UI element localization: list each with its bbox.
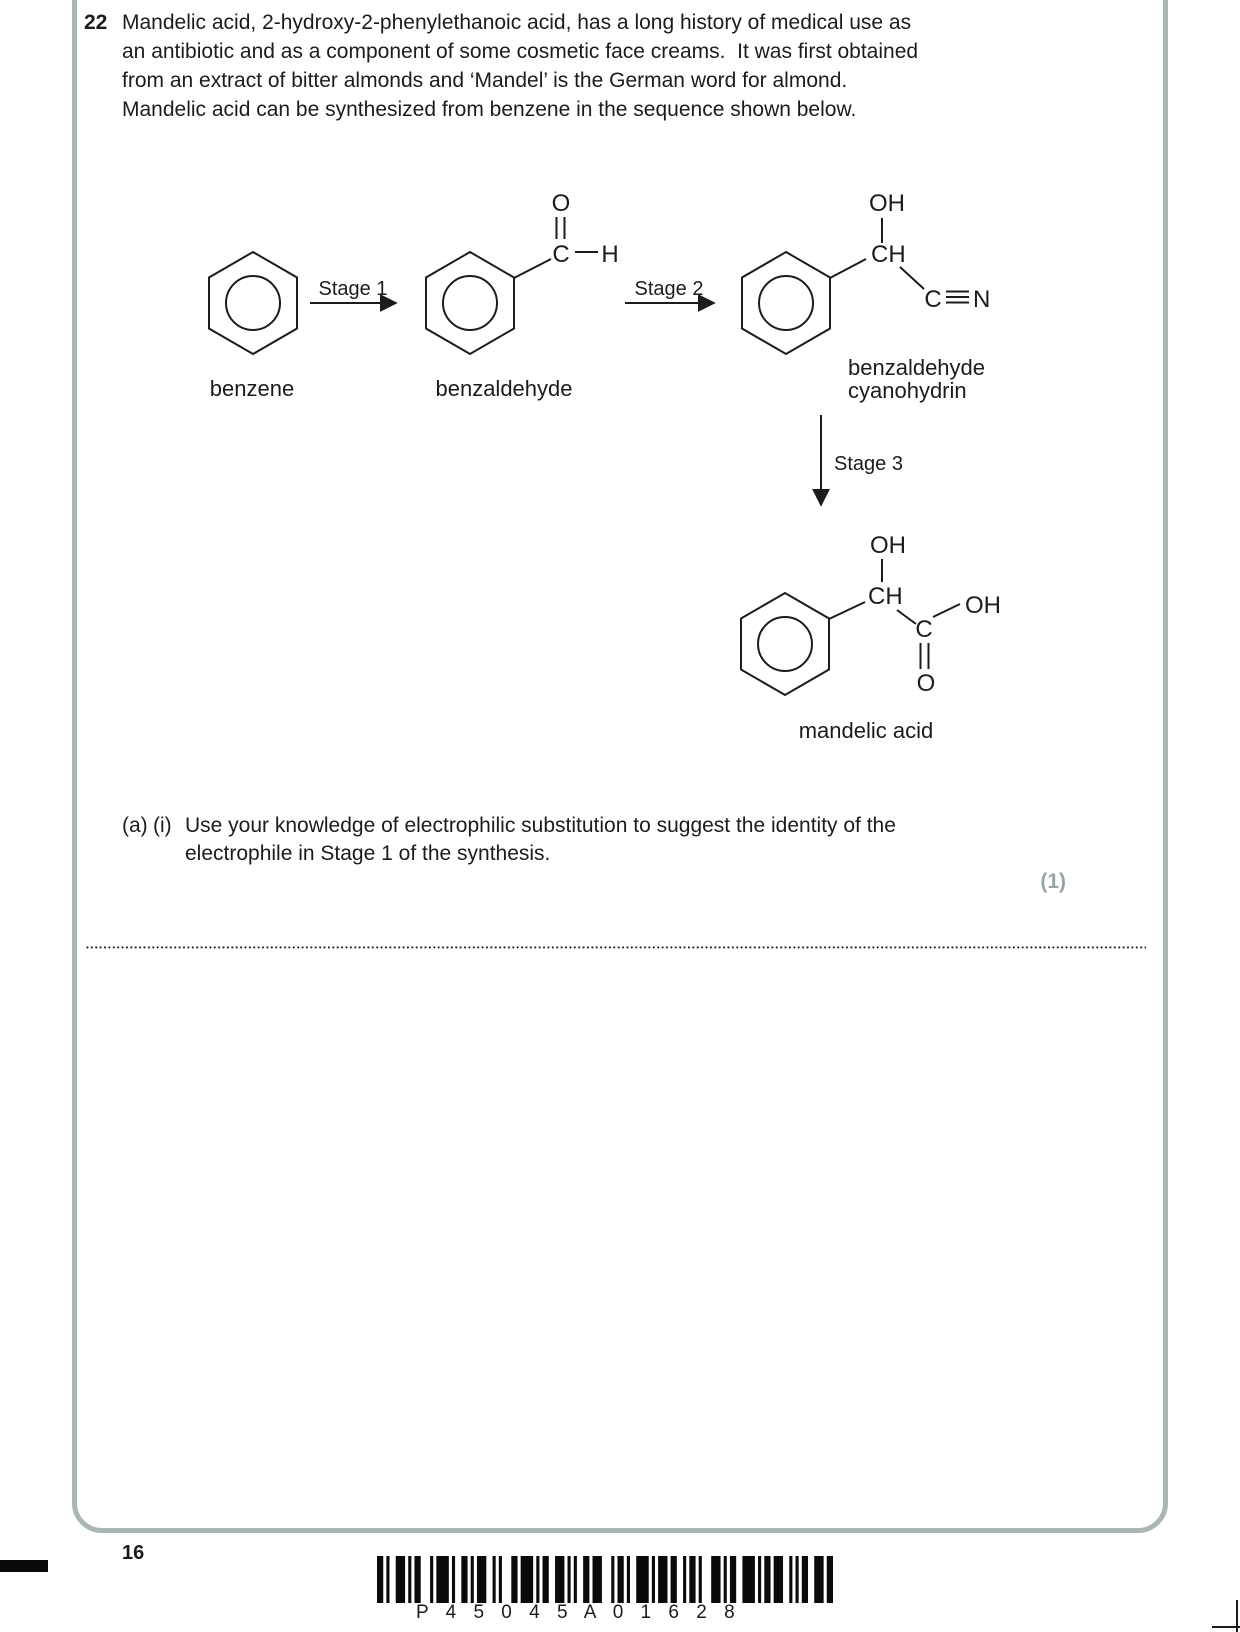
part-question-line: Use your knowledge of electrophilic subs… — [185, 814, 896, 837]
page-edge-tab — [0, 1560, 48, 1572]
benzene-ring — [425, 250, 515, 356]
atom-label-CH: CH — [871, 241, 906, 268]
barcode — [377, 1556, 833, 1603]
atom-label-OH: OH — [870, 532, 906, 559]
intro-line: Mandelic acid can be synthesized from be… — [122, 98, 857, 121]
intro-line: Mandelic acid, 2-hydroxy-2-phenylethanoi… — [122, 11, 912, 34]
cyanohydrin-label-line2: cyanohydrin — [848, 378, 967, 403]
question-number: 22 — [84, 11, 108, 34]
aldehyde-group-bonds — [513, 217, 598, 279]
barcode-bars — [377, 1556, 833, 1603]
benzene-label: benzene — [210, 376, 294, 401]
barcode-text: P 4 5 0 4 5 A 0 1 6 2 8 — [416, 1602, 735, 1623]
stage3-label: Stage 3 — [834, 453, 903, 475]
benzene-ring — [740, 591, 830, 697]
benzene-ring — [208, 250, 298, 356]
mandelic-group-bonds — [828, 559, 961, 669]
question-intro: Mandelic acid, 2-hydroxy-2-phenylethanoi… — [122, 8, 918, 124]
atom-label-H: H — [601, 241, 618, 268]
atom-label-C: C — [915, 616, 932, 643]
benzene-ring — [741, 250, 831, 356]
atom-label-O: O — [917, 670, 936, 697]
atom-label-OH: OH — [965, 592, 1001, 619]
marks-badge: (1) — [1040, 870, 1066, 893]
cyanohydrin-label-line1: benzaldehyde — [848, 355, 985, 380]
part-a-label: (a) — [122, 814, 148, 837]
atom-label-C: C — [552, 241, 569, 268]
mandelic-acid-label: mandelic acid — [799, 718, 934, 743]
part-question-line: electrophile in Stage 1 of the synthesis… — [185, 842, 551, 865]
atom-label-OH: OH — [869, 190, 905, 217]
intro-line: from an extract of bitter almonds and ‘M… — [122, 69, 848, 92]
page-content-border — [72, 0, 1168, 1533]
part-i-label: (i) — [153, 814, 172, 837]
answer-line — [86, 946, 1146, 949]
atom-label-N: N — [973, 286, 990, 313]
part-question-text: Use your knowledge of electrophilic subs… — [185, 812, 896, 868]
cyanohydrin-group-bonds — [829, 218, 969, 304]
page-number: 16 — [122, 1542, 145, 1564]
intro-line: an antibiotic and as a component of some… — [122, 40, 919, 63]
reaction-scheme-diagram: O C H OH CH C N OH CH C OH O Stage 1 Sta… — [208, 190, 1001, 743]
crop-mark-horizontal — [1212, 1626, 1240, 1628]
atom-label-C: C — [924, 286, 941, 313]
benzaldehyde-label: benzaldehyde — [435, 376, 572, 401]
crop-mark-vertical — [1236, 1600, 1238, 1632]
atom-label-CH: CH — [868, 583, 903, 610]
stage1-label: Stage 1 — [319, 278, 388, 300]
stage2-label: Stage 2 — [635, 278, 704, 300]
atom-label-O: O — [552, 190, 571, 217]
